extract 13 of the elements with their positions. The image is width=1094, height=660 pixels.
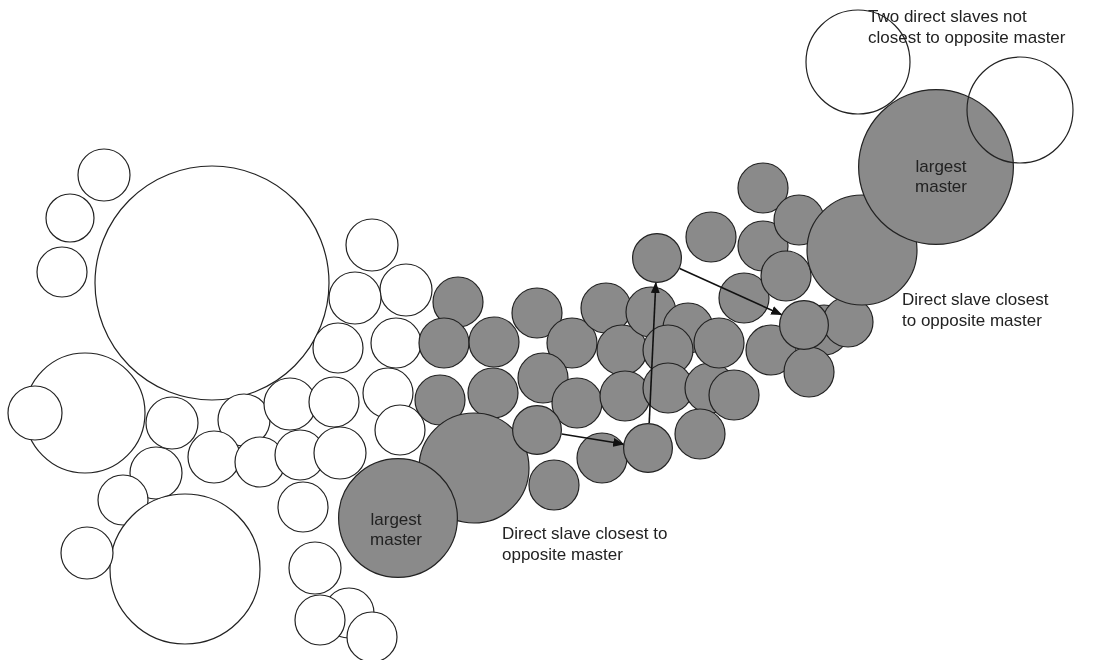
particle-circle xyxy=(512,405,562,455)
circle-label: largest master xyxy=(369,510,423,550)
particle-circle xyxy=(779,300,829,350)
arrow xyxy=(678,267,783,316)
particle-circle xyxy=(623,423,673,473)
annotation-text: Direct slave closest to opposite master xyxy=(902,289,1050,331)
arrow xyxy=(560,433,625,447)
particle-circle xyxy=(632,233,682,283)
annotation-text: Direct slave closest to opposite master xyxy=(502,523,669,565)
master-circle xyxy=(338,458,458,578)
master-circle xyxy=(858,89,1014,245)
circle-label: largest master xyxy=(914,157,968,197)
arrow xyxy=(648,281,660,424)
